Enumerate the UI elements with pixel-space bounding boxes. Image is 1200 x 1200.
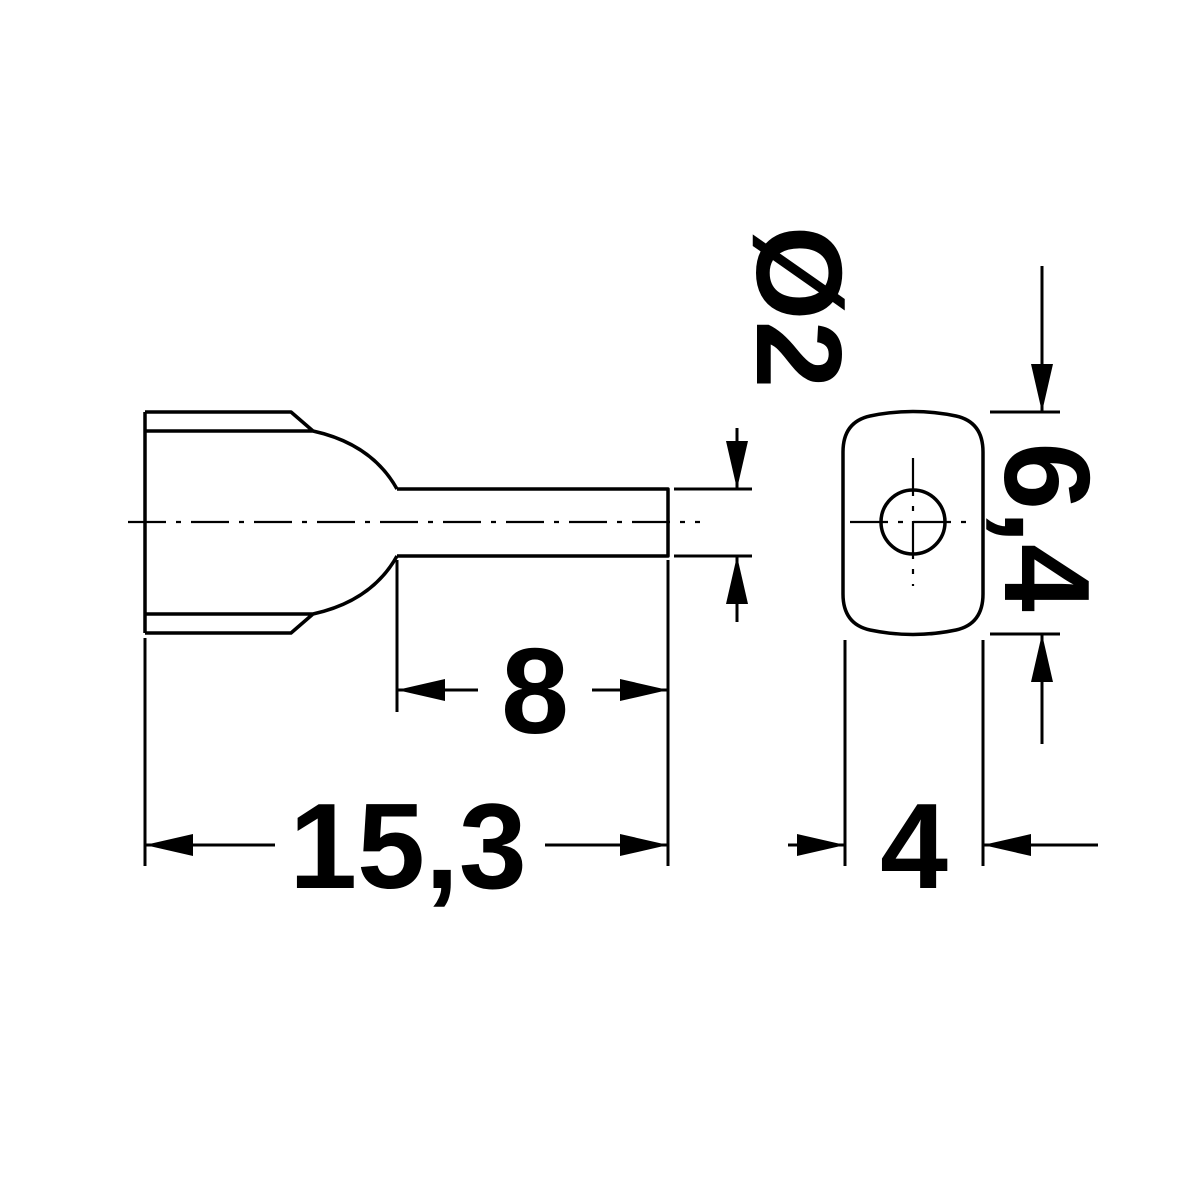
dim-pin-length: 8 bbox=[395, 560, 668, 759]
dim-body-height-extension-lines bbox=[990, 410, 1060, 636]
arrowhead-down-icon bbox=[726, 441, 748, 489]
arrowhead-up-icon bbox=[726, 556, 748, 604]
arrowhead-right-icon bbox=[620, 834, 668, 856]
arrowhead-up-icon bbox=[1031, 634, 1053, 682]
arrowhead-right-icon bbox=[797, 834, 845, 856]
arrowhead-left-icon bbox=[983, 834, 1031, 856]
end-view-outline bbox=[841, 409, 985, 637]
arrowhead-down-icon bbox=[1031, 364, 1053, 412]
dim-overall-length: 15,3 bbox=[143, 560, 670, 914]
dim-pin-diameter: Ø2 bbox=[674, 226, 867, 622]
dim-overall-length-label: 15,3 bbox=[289, 778, 526, 914]
arrowhead-right-icon bbox=[620, 679, 668, 701]
dim-pin-diameter-extension-lines bbox=[674, 487, 752, 558]
dim-body-width-label: 4 bbox=[880, 778, 948, 914]
arrowhead-left-icon bbox=[397, 679, 445, 701]
dim-pin-length-label: 8 bbox=[501, 623, 569, 759]
dim-body-width: 4 bbox=[788, 640, 1098, 914]
side-view bbox=[128, 410, 700, 635]
dim-body-height: 6,4 bbox=[979, 266, 1115, 744]
dim-pin-diameter-label: Ø2 bbox=[731, 226, 867, 389]
arrowhead-left-icon bbox=[145, 834, 193, 856]
dim-overall-length-extension-lines bbox=[143, 560, 670, 866]
end-view bbox=[841, 409, 985, 637]
dim-body-height-label: 6,4 bbox=[979, 442, 1115, 612]
dim-body-width-extension-lines bbox=[843, 640, 985, 866]
